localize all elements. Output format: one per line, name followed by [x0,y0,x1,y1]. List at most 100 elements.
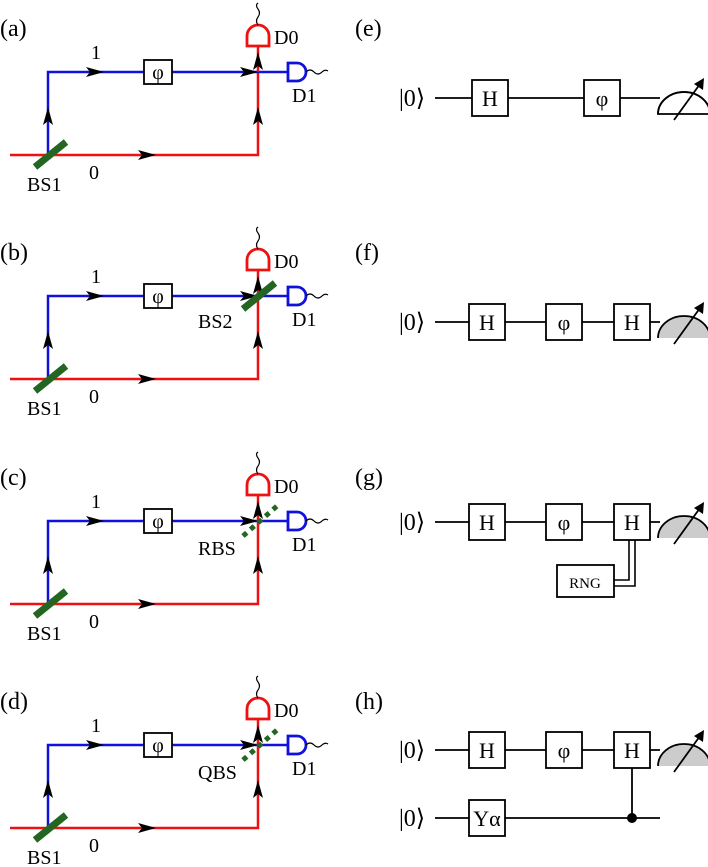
meter-arrowhead [694,78,704,90]
gate-0-label: H [479,510,495,535]
arrow-up [253,556,263,574]
detector-d1-label: D1 [292,758,316,780]
arrow-right [138,150,156,160]
detector-d1 [286,285,308,307]
arrow-up [43,331,53,349]
splitter-2-label: QBS [198,762,237,784]
phase-shifter-box [143,508,173,534]
detector-d1 [286,734,308,756]
gate-0 [468,503,506,541]
panel-label: (e) [355,16,382,42]
gate-0-label: H [482,86,498,111]
arrow-up [253,107,263,125]
path-1-blue [46,70,288,155]
measurement-meter-icon [658,516,708,538]
splitter-1-label: BS1 [27,847,61,867]
random-beam-splitter [241,504,279,538]
ket-zero-label: |0⟩ [399,86,425,112]
detector-d0 [245,247,271,272]
path-0-red [10,296,260,381]
arrow-up [43,780,53,798]
photon-wave-icon [305,69,329,75]
panel-label: (f) [355,240,379,266]
control-dot [627,813,637,823]
path-0-red [10,72,260,157]
arrow-right [138,823,156,833]
beam-splitter-1 [32,363,69,394]
detector-d0 [245,696,271,721]
detector-d0-label: D0 [274,27,298,49]
splitter-1-label: BS1 [27,174,61,196]
arrow-right [240,516,258,526]
path-0-red [10,521,260,606]
path-1-blue [46,743,288,828]
arrow-right [240,67,258,77]
phase-label: φ [152,62,164,84]
gate-0 [471,79,509,117]
splitter-1-label: BS1 [27,398,61,420]
gate-2-label: H [624,738,640,763]
arrow-up [253,501,263,519]
y-alpha-gate-label: Yα [473,806,501,831]
panel-label: (c) [0,465,27,491]
photon-wave-icon [255,226,261,250]
arrow-up [43,107,53,125]
beam-splitter-2 [240,280,278,312]
path-0-label: 0 [89,386,99,408]
arrow-right [86,291,104,301]
photon-wave-icon [255,451,261,475]
detector-d0-label: D0 [274,476,298,498]
detector-d1-label: D1 [292,85,316,107]
detector-d1 [286,61,308,83]
path-1-blue [46,294,288,379]
gate-2 [613,303,651,341]
photon-wave-icon [255,675,261,699]
gate-1-label: φ [596,86,609,111]
arrow-right [86,740,104,750]
meter-arrowhead [694,302,704,314]
splitter-1-label: BS1 [27,623,61,645]
gate-0-label: H [479,310,495,335]
path-1-label: 1 [91,715,101,737]
gate-1-label: φ [558,310,571,335]
panel-label: (h) [355,689,383,715]
path-1-label: 1 [91,266,101,288]
classical-wire [614,540,630,581]
detector-d1-label: D1 [292,534,316,556]
panel-label: (a) [0,16,27,42]
gate-2 [613,503,651,541]
arrow-right [138,374,156,384]
arrow-up [253,52,263,70]
beam-splitter-1 [32,588,69,619]
arrow-right [240,291,258,301]
arrow-right [86,67,104,77]
gate-1-label: φ [558,738,571,763]
beam-splitter-1 [32,812,69,843]
arrow-up [253,780,263,798]
meter-arrowhead [694,730,704,742]
measurement-meter-icon [658,744,708,766]
phase-label: φ [152,286,164,308]
ket-zero-label: |0⟩ [399,310,425,336]
quantum-beam-splitter [241,728,279,762]
rng-box [556,564,615,598]
splitter-2-label: RBS [198,538,236,560]
gate-2 [613,731,651,769]
gate-2-label: H [624,310,640,335]
photon-wave-icon [305,742,329,748]
detector-d0-label: D0 [274,700,298,722]
meter-arrowhead [694,502,704,514]
gate-1 [545,731,583,769]
ket-zero-label: |0⟩ [399,510,425,536]
splitter-2-label: BS2 [198,311,232,333]
detector-d1-label: D1 [292,309,316,331]
meter-needle [673,735,701,773]
gate-1 [545,503,583,541]
detector-d0 [245,472,271,497]
gate-2-label: H [624,510,640,535]
